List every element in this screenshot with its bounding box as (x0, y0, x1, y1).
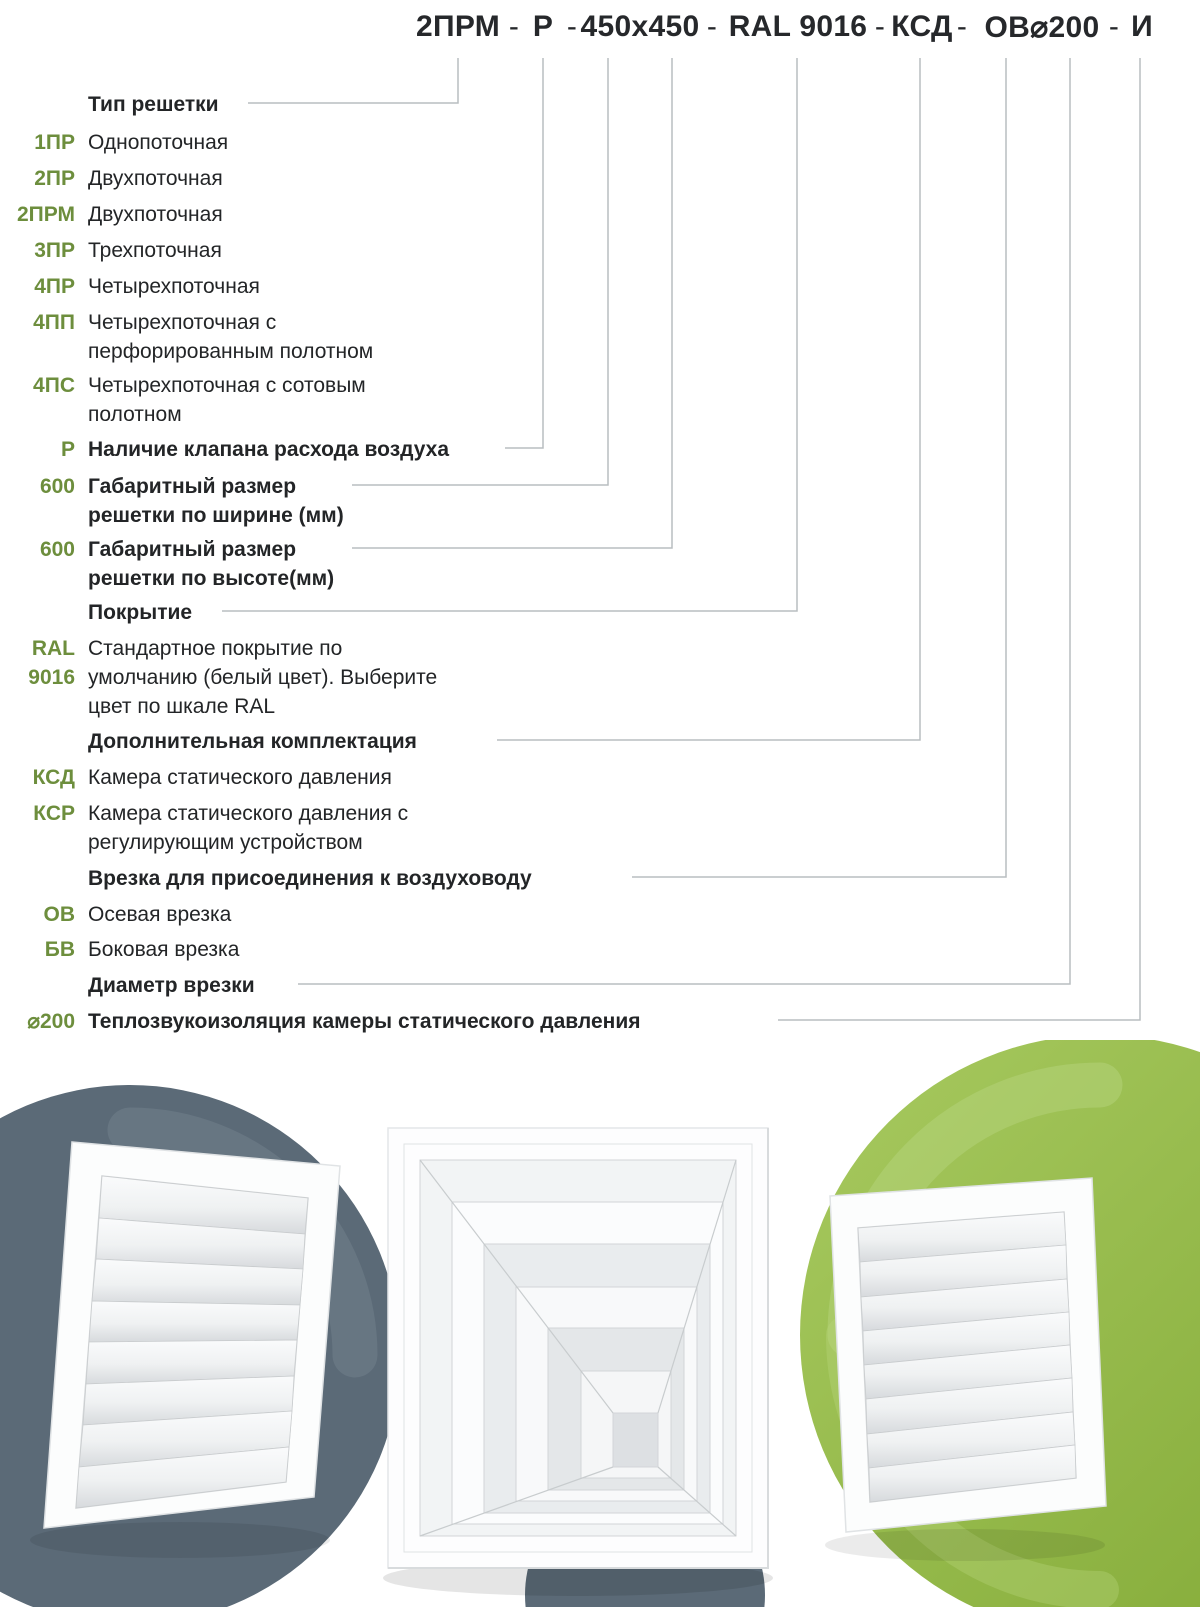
legend-row: Тип решетки (0, 90, 219, 119)
legend-code: КСР (33, 802, 75, 825)
legend-row: 3ПР Трехпоточная (0, 236, 222, 265)
code-separator: - (956, 10, 968, 43)
legend-row: 2ПРМ Двухпоточная (0, 200, 223, 229)
code-separator: - (874, 10, 886, 43)
legend-text: Трехпоточная (88, 239, 222, 262)
legend-row: 4ПС Четырехпоточная с сотовым полотном (0, 371, 433, 429)
legend-code: ОВ (43, 903, 76, 926)
legend-text: Двухпоточная (88, 167, 223, 190)
legend-text: Дополнительная комплектация (88, 730, 417, 753)
legend-text: Покрытие (88, 601, 193, 624)
legend-row: 1ПР Однопоточная (0, 128, 228, 157)
legend-text: Габаритный размер решетки по высоте(мм) (88, 538, 335, 590)
diffuser-center (387, 1127, 769, 1569)
legend-text: Четырехпоточная с сотовым полотном (88, 374, 366, 426)
legend-code: 3ПР (34, 239, 75, 262)
legend-text: Диаметр врезки (88, 974, 255, 997)
connector-height (352, 58, 673, 549)
legend-row: Диаметр врезки (0, 971, 255, 1000)
legend-code: Р (60, 438, 75, 461)
legend-code: 2ПР (34, 167, 75, 190)
legend-text: Однопоточная (88, 131, 229, 154)
product-images (0, 1040, 1200, 1607)
legend-row: 600 Габаритный размер решетки по высоте(м… (0, 535, 358, 593)
code-separator: - (566, 10, 578, 43)
code-separator: - (508, 10, 520, 43)
legend-row: Дополнительная комплектация (0, 727, 417, 756)
legend-text: Боковая врезка (88, 938, 240, 961)
legend-code: ⌀200 (27, 1010, 75, 1033)
legend-text: Стандартное покрытие по умолчанию (белый… (88, 637, 438, 718)
legend-text: Теплозвукоизоляция камеры статического д… (88, 1010, 641, 1033)
legend-text: Тип решетки (88, 93, 219, 116)
diffuser-right (829, 1177, 1107, 1533)
legend-row: ОВ Осевая врезка (0, 900, 232, 929)
code-segment-connection: ОВ⌀200 (984, 11, 1100, 44)
legend-code: 1ПР (34, 131, 75, 154)
legend-row: Врезка для присоединения к воздуховоду (0, 864, 532, 893)
shadow-right (825, 1529, 1105, 1561)
legend-text: Габаритный размер решетки по ширине (мм) (88, 475, 344, 527)
legend-code: 4ПС (33, 374, 75, 397)
legend-text: Четырехпоточная (88, 275, 260, 298)
legend-row: КСР Камера статического давления с регули… (0, 799, 528, 857)
legend-row: 600 Габаритный размер решетки по ширине (… (0, 472, 358, 530)
legend-text: Камера статического давления с регулирую… (88, 802, 409, 854)
legend-row: 4ПР Четырехпоточная (0, 272, 260, 301)
legend-text: Наличие клапана расхода воздуха (88, 438, 450, 461)
connector-valve (505, 58, 544, 449)
legend-row: Р Наличие клапана расхода воздуха (0, 435, 449, 464)
code-segment-coating: RAL 9016 (728, 10, 868, 43)
code-separator: - (1108, 10, 1120, 43)
legend-row: 4ПП Четырехпоточная с перфорированным пол… (0, 308, 448, 366)
code-segment-accessory: КСД (891, 10, 953, 43)
legend-row: ⌀200 Теплозвукоизоляция камеры статическо… (0, 1007, 641, 1036)
legend-code: КСД (32, 766, 75, 789)
legend-text: Четырехпоточная с перфорированным полотн… (88, 311, 374, 363)
legend-text: Двухпоточная (88, 203, 223, 226)
connector-duct-connection (632, 58, 1007, 878)
legend-text: Камера статического давления (88, 766, 392, 789)
legend-code: 600 (39, 475, 75, 498)
legend-code: 600 (39, 538, 75, 561)
connector-accessories (497, 58, 921, 741)
code-separator: - (706, 10, 718, 43)
connector-grille-type (248, 58, 459, 104)
legend-text: Осевая врезка (88, 903, 232, 926)
diffuser-left (43, 1141, 341, 1529)
legend-row: RAL 9016 Стандартное покрытие по умолчани… (0, 634, 446, 721)
legend-code: 2ПРМ (17, 203, 75, 226)
code-segment-valve: Р (532, 10, 554, 43)
legend-code: БВ (44, 938, 75, 961)
legend-code: 4ПР (34, 275, 75, 298)
product-code: 2ПРМ - Р - 450x450 - RAL 9016 - КСД - ОВ… (0, 0, 1200, 60)
legend-code: RAL 9016 (28, 637, 75, 689)
shadow-left (30, 1522, 330, 1558)
legend-text: Врезка для присоединения к воздуховоду (88, 867, 532, 890)
code-segment-size: 450x450 (580, 10, 700, 43)
connector-insulation (778, 58, 1141, 1021)
legend-row: БВ Боковая врезка (0, 935, 240, 964)
legend-row: 2ПР Двухпоточная (0, 164, 223, 193)
legend-row: КСД Камера статического давления (0, 763, 392, 792)
legend-row: Покрытие (0, 598, 192, 627)
code-segment-type: 2ПРМ (415, 10, 501, 43)
code-segment-insulation: И (1131, 10, 1153, 43)
legend-code: 4ПП (33, 311, 75, 334)
